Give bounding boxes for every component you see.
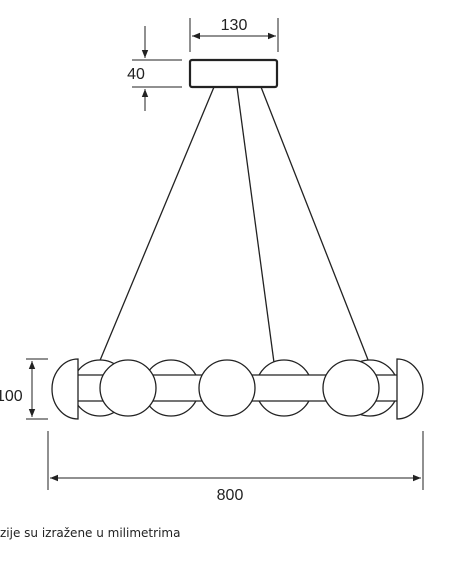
canopy-height-dimension [132, 26, 182, 111]
canopy-height-label: 40 [127, 66, 145, 83]
suspension-cables [95, 86, 373, 371]
total-width-dimension [47, 431, 424, 490]
cable-left [95, 86, 215, 371]
globe-front-1 [99, 359, 157, 417]
cable-middle [236, 86, 276, 371]
globe-front-3 [322, 359, 380, 417]
ring-height-dimension [26, 358, 48, 420]
globe-front-2 [198, 359, 256, 417]
end-dome-left [51, 358, 79, 420]
canopy [188, 58, 279, 89]
ring-height-label: 100 [0, 388, 23, 405]
end-dome-right [396, 358, 424, 420]
units-note: zije su izražene u milimetrima [0, 526, 181, 540]
canopy-width-label: 130 [221, 17, 248, 34]
cable-right [260, 86, 373, 371]
canopy-width-dimension [189, 18, 279, 52]
total-width-label: 800 [217, 487, 244, 504]
ring-lamp [51, 358, 424, 420]
